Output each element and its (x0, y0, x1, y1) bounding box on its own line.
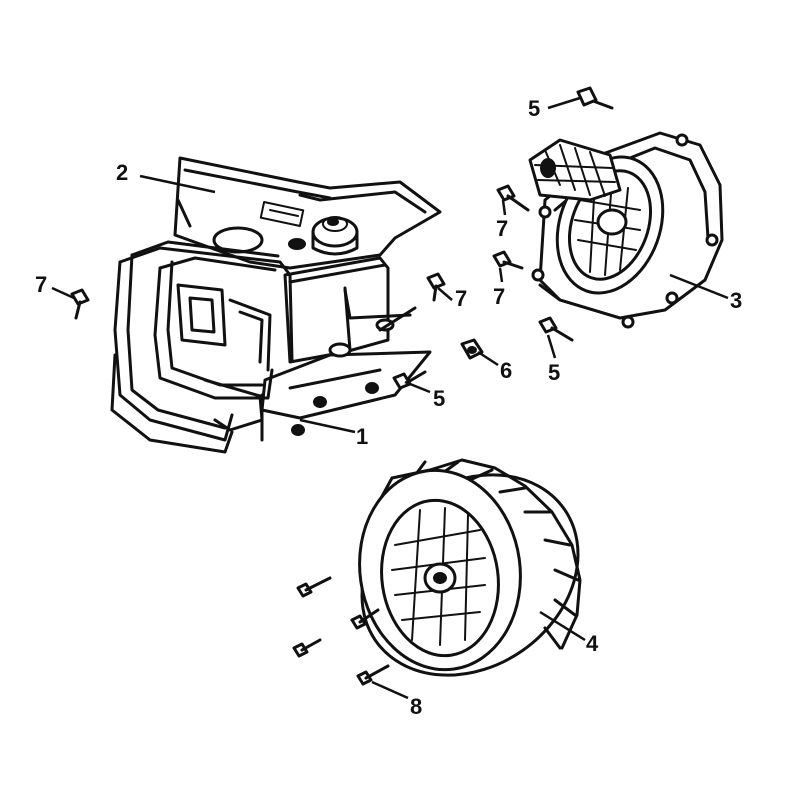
callout-7-lower: 7 (493, 284, 505, 309)
callout-6: 6 (500, 358, 512, 383)
part-4-cooling-fan (358, 458, 582, 677)
fastener-nut-6 (460, 338, 484, 360)
part-1-engine-block (110, 240, 432, 454)
callout-5-top: 5 (528, 96, 540, 121)
fastener-bolt-5-middle (392, 370, 427, 390)
fastener-bolt-7-left (70, 288, 90, 320)
callout-7-left: 7 (35, 272, 47, 297)
leader-lines (51, 96, 729, 700)
callout-7-upper: 7 (496, 216, 508, 241)
fastener-bolt-5-top (576, 86, 614, 110)
fastener-bolt-7-upper (496, 184, 530, 212)
callout-8: 8 (410, 694, 422, 719)
fastener-bolts-8 (292, 576, 390, 686)
fastener-bolt-5-right (538, 316, 574, 342)
fastener-bolt-7-middle (426, 272, 446, 302)
part-3-fan-housing (528, 131, 724, 329)
callout-1: 1 (356, 424, 368, 449)
fastener-bolt-7-lower (492, 250, 524, 270)
callout-3: 3 (730, 288, 742, 313)
part-2-upper-shroud (173, 156, 442, 270)
callout-5-right: 5 (548, 360, 560, 385)
callout-4: 4 (586, 631, 599, 656)
callout-5-middle: 5 (433, 386, 445, 411)
callout-2: 2 (116, 160, 128, 185)
callout-7-middle: 7 (455, 286, 467, 311)
